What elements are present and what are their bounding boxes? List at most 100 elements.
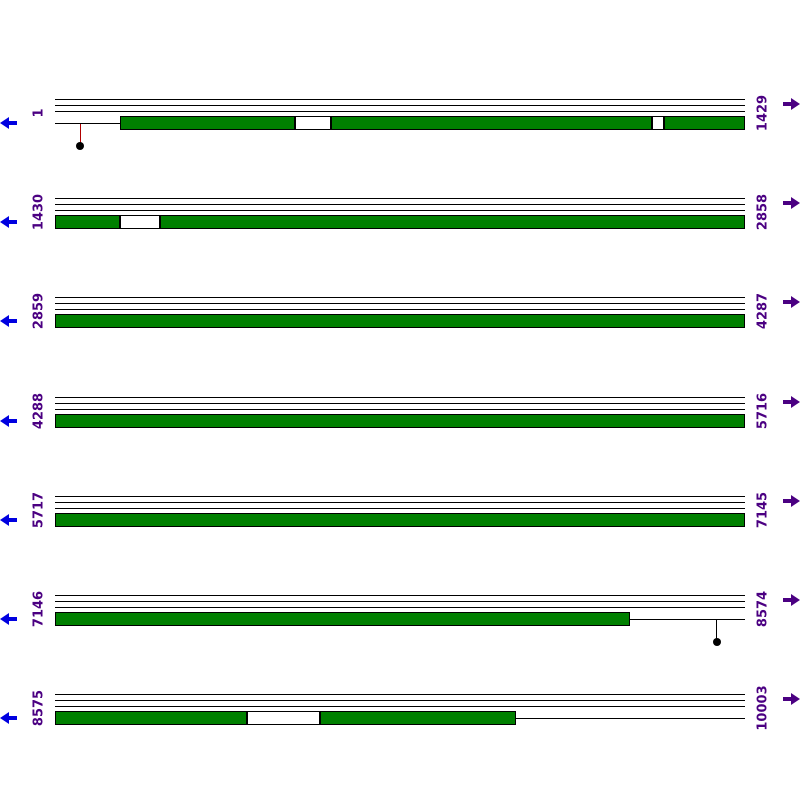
right-arrow-stem	[783, 697, 792, 702]
row-start-label: 5717	[31, 491, 47, 528]
sequence-row: 1430 2858	[0, 194, 800, 270]
frame-line	[55, 396, 745, 398]
frame-line	[55, 105, 745, 106]
feature-segment	[119, 116, 295, 130]
feature-gap	[651, 116, 664, 130]
row-start-label: 1430	[31, 194, 47, 231]
feature-segment	[159, 215, 745, 230]
frame-line	[55, 694, 745, 696]
right-arrow-stem	[783, 598, 792, 602]
right-arrow[interactable]	[783, 395, 800, 408]
row-end-label: 7145	[755, 491, 771, 528]
feature-segment	[55, 711, 248, 726]
row-end-label: 1429	[755, 94, 771, 132]
left-arrow[interactable]	[0, 315, 17, 328]
right-arrow-head	[791, 197, 800, 210]
feature-segment	[55, 512, 745, 527]
left-arrow[interactable]	[0, 216, 17, 229]
row-start-label: 2859	[31, 293, 47, 330]
feature-segment	[55, 612, 631, 626]
right-arrow-stem	[783, 399, 792, 404]
feature-segment	[55, 215, 120, 230]
row-start-label: 8575	[31, 690, 47, 727]
right-arrow[interactable]	[783, 494, 800, 507]
frame-line	[55, 495, 745, 497]
site-marker-stem	[716, 620, 718, 639]
right-arrow-head	[791, 494, 800, 507]
left-arrow-stem	[8, 716, 17, 721]
feature-segment	[330, 116, 652, 130]
left-arrow-head	[0, 513, 9, 526]
row-end-label: 8574	[755, 590, 771, 628]
sequence-row: 8575 10003	[0, 686, 800, 766]
row-end-label: 10003	[755, 685, 771, 731]
right-arrow-stem	[783, 201, 792, 206]
frame-line	[55, 595, 745, 596]
site-marker-stem	[79, 124, 81, 143]
frame-line	[55, 198, 745, 200]
row-end-label: 5716	[755, 392, 771, 429]
frame-line	[55, 297, 745, 299]
left-arrow[interactable]	[0, 513, 17, 526]
left-arrow-stem	[8, 617, 17, 621]
frame-line	[55, 402, 745, 404]
left-arrow-stem	[8, 418, 17, 423]
right-arrow-stem	[783, 102, 792, 106]
frame-line	[55, 507, 745, 509]
sequence-row: 5717 7145	[0, 492, 800, 568]
frame-line	[55, 607, 745, 608]
frame-line	[55, 706, 745, 708]
frame-line	[55, 700, 745, 702]
right-arrow-head	[791, 98, 800, 110]
frame-line	[55, 210, 745, 212]
feature-segment	[663, 116, 745, 130]
left-arrow-stem	[8, 319, 17, 324]
right-arrow-head	[791, 594, 800, 606]
frame-line	[55, 408, 745, 410]
feature-gap	[119, 215, 160, 230]
site-marker-dot	[712, 638, 721, 646]
left-arrow-head	[0, 613, 9, 625]
feature-segment	[55, 413, 745, 428]
left-arrow-head	[0, 216, 9, 229]
row-start-label: 7146	[31, 590, 47, 628]
right-arrow-head	[791, 395, 800, 408]
feature-segment	[55, 314, 745, 329]
feature-gap	[294, 116, 331, 130]
feature-segment	[320, 711, 517, 726]
left-arrow-head	[0, 414, 9, 427]
feature-gap	[247, 711, 321, 726]
right-arrow[interactable]	[783, 98, 800, 110]
frame-line	[55, 309, 745, 311]
row-start-label: 4288	[31, 392, 47, 429]
right-arrow-stem	[783, 498, 792, 503]
left-arrow[interactable]	[0, 613, 17, 625]
right-arrow-head	[791, 296, 800, 309]
right-arrow[interactable]	[783, 594, 800, 606]
row-end-label: 4287	[755, 293, 771, 330]
left-arrow-stem	[8, 517, 17, 522]
right-arrow-stem	[783, 300, 792, 305]
left-arrow-head	[0, 712, 9, 725]
right-arrow[interactable]	[783, 693, 800, 706]
row-end-label: 2858	[755, 194, 771, 231]
right-arrow-head	[791, 693, 800, 706]
sequence-row: 7146 8574	[0, 591, 800, 667]
left-arrow[interactable]	[0, 414, 17, 427]
left-arrow-stem	[8, 220, 17, 225]
frame-line	[55, 99, 745, 100]
frame-line	[55, 303, 745, 305]
right-arrow[interactable]	[783, 296, 800, 309]
left-arrow[interactable]	[0, 117, 17, 129]
frame-line	[55, 501, 745, 503]
sequence-row: 2859 4287	[0, 293, 800, 369]
left-arrow[interactable]	[0, 712, 17, 725]
right-arrow[interactable]	[783, 197, 800, 210]
frame-line	[55, 204, 745, 206]
sequence-row: 4288 5716	[0, 393, 800, 469]
frame-line	[55, 601, 745, 602]
site-marker-dot	[76, 142, 85, 150]
left-arrow-stem	[8, 121, 17, 125]
left-arrow-head	[0, 315, 9, 328]
